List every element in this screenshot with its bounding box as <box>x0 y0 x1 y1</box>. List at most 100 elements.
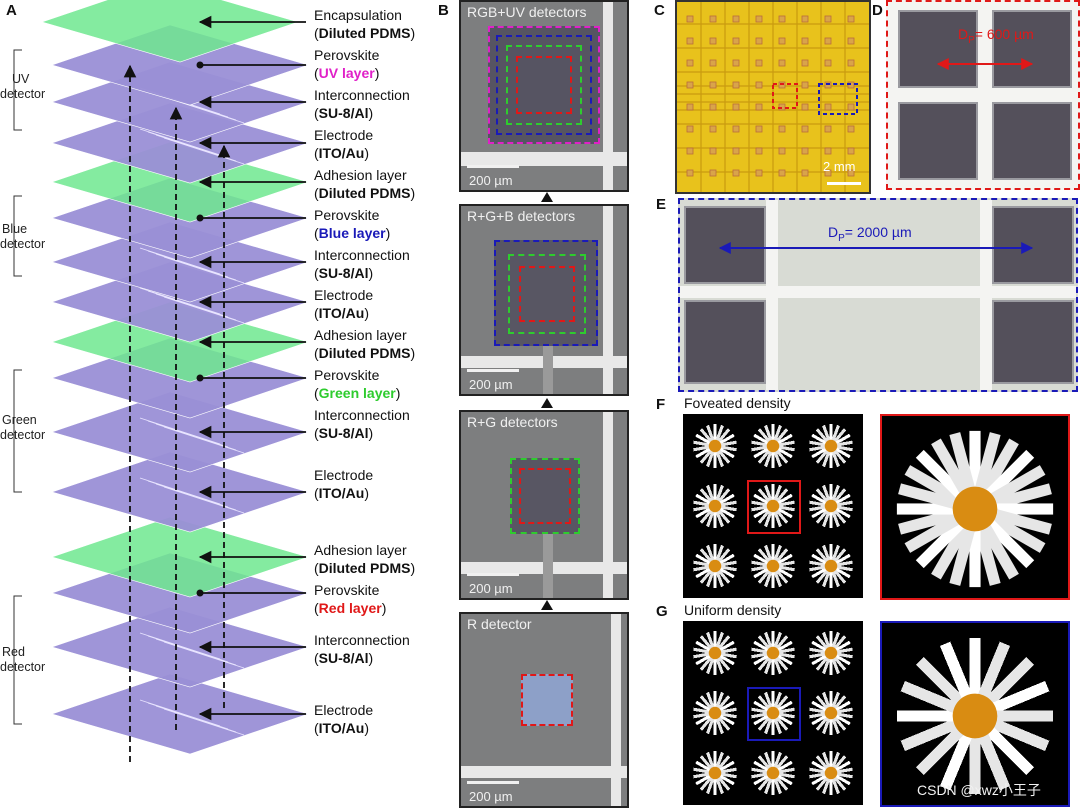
daisy-flower <box>809 484 853 528</box>
group-bracket <box>13 595 22 725</box>
group-label-uv: UV detector <box>0 72 46 101</box>
chip-pad <box>686 81 694 89</box>
daisy-flower <box>693 691 737 735</box>
chip-pad <box>778 15 786 23</box>
daisy-flower <box>896 637 1054 795</box>
panel-d-zoom: DP= 600 µm <box>886 0 1080 190</box>
layer-label: Perovskite(UV layer) <box>314 46 379 82</box>
layer-name: Adhesion layer <box>314 327 407 343</box>
daisy-flower <box>693 751 737 795</box>
flower-cell <box>689 540 741 597</box>
layer-name: Electrode <box>314 287 374 303</box>
daisy-flower <box>751 544 795 588</box>
chip-pad <box>709 37 717 45</box>
layer-name: Interconnection <box>314 87 410 103</box>
flower-cell <box>747 480 799 537</box>
chip-pad <box>709 81 717 89</box>
chip-pad <box>755 169 763 177</box>
flower-cell <box>689 420 741 477</box>
panel-e-zoom: DP= 2000 µm <box>678 198 1078 392</box>
layer-material: (Diluted PDMS) <box>314 25 416 41</box>
panel-label-a: A <box>6 2 17 19</box>
daisy-flower <box>751 424 795 468</box>
layer-label: Adhesion layer(Diluted PDMS) <box>314 326 415 362</box>
chip-pad <box>686 103 694 111</box>
chip-pad <box>755 81 763 89</box>
chip-pad <box>686 169 694 177</box>
layer-label: Perovskite(Green layer) <box>314 366 400 402</box>
daisy-flower <box>809 631 853 675</box>
daisy-flower <box>751 751 795 795</box>
panel-g-title: Uniform density <box>684 602 782 618</box>
layer-label: Interconnection (SU-8/Al) <box>314 86 410 122</box>
group-label-red: Red detector <box>0 645 46 674</box>
chip-pad <box>732 147 740 155</box>
layer-name: Interconnection <box>314 247 410 263</box>
flower-cell <box>747 540 799 597</box>
chip-pad <box>801 37 809 45</box>
layer-label: Adhesion layer(Diluted PDMS) <box>314 166 415 202</box>
layer-label: Perovskite(Red layer) <box>314 581 386 617</box>
flower-cell <box>689 627 741 684</box>
daisy-flower <box>693 424 737 468</box>
foveated-zoom <box>880 414 1070 600</box>
chip-pad <box>755 59 763 67</box>
chip-pad <box>847 15 855 23</box>
flower-cell <box>689 687 741 744</box>
chip-pad <box>686 125 694 133</box>
layer-material: (SU-8/Al) <box>314 265 374 281</box>
chip-pad <box>847 125 855 133</box>
foveated-grid <box>683 414 863 598</box>
group-label-blue: Blue detector <box>0 222 46 251</box>
group-bracket <box>13 195 22 277</box>
layer-material: (SU-8/Al) <box>314 105 374 121</box>
layer-material: (ITO/Au) <box>314 145 369 161</box>
chip-pad <box>824 59 832 67</box>
wiring-line <box>163 137 245 165</box>
chip-pad <box>778 147 786 155</box>
chip-pad <box>847 169 855 177</box>
chip-pad <box>801 59 809 67</box>
dimension-label-d: DP= 600 µm <box>958 26 1034 46</box>
layer-label: Perovskite(Blue layer) <box>314 206 390 242</box>
dimension-arrow-e <box>718 242 1034 254</box>
chip-pad <box>709 103 717 111</box>
daisy-flower <box>809 751 853 795</box>
layer-material: (Diluted PDMS) <box>314 560 416 576</box>
selection-box <box>747 480 801 534</box>
panel-label-e: E <box>656 196 667 213</box>
uniform-zoom <box>880 621 1070 807</box>
chip-pad <box>755 15 763 23</box>
chip-pad <box>801 15 809 23</box>
flower-cell <box>689 747 741 804</box>
chip-pad <box>755 103 763 111</box>
chip-pad <box>778 59 786 67</box>
up-arrow-icon <box>541 600 553 610</box>
chip-pad <box>801 103 809 111</box>
up-arrow-icon <box>541 192 553 202</box>
micrograph-rgb-uv: RGB+UV detectors 200 µm <box>459 0 629 192</box>
chip-pad <box>732 169 740 177</box>
layer-material: (ITO/Au) <box>314 305 369 321</box>
flower-cell <box>689 480 741 537</box>
micrograph-title: R+G detectors <box>467 414 558 430</box>
chip-scale-label: 2 mm <box>823 159 856 174</box>
panel-label-g: G <box>656 603 668 620</box>
layer-material: (Blue layer) <box>314 225 391 241</box>
layer-material: (ITO/Au) <box>314 720 369 736</box>
layer-material: (SU-8/Al) <box>314 650 374 666</box>
layer-name: Perovskite <box>314 582 380 598</box>
flower-cell <box>805 687 857 744</box>
chip-pad <box>801 125 809 133</box>
layer-material: (ITO/Au) <box>314 485 369 501</box>
layer-label: Interconnection(SU-8/Al) <box>314 631 410 667</box>
chip-pad <box>686 37 694 45</box>
scale-label: 200 µm <box>469 789 513 804</box>
chip-pad <box>732 81 740 89</box>
micrograph-title: R detector <box>467 616 532 632</box>
group-label-green: Green detector <box>0 413 46 442</box>
flower-cell <box>747 747 799 804</box>
micrograph-title: R+G+B detectors <box>467 208 576 224</box>
scale-label: 200 µm <box>469 173 513 188</box>
layer-material: (Diluted PDMS) <box>314 185 416 201</box>
